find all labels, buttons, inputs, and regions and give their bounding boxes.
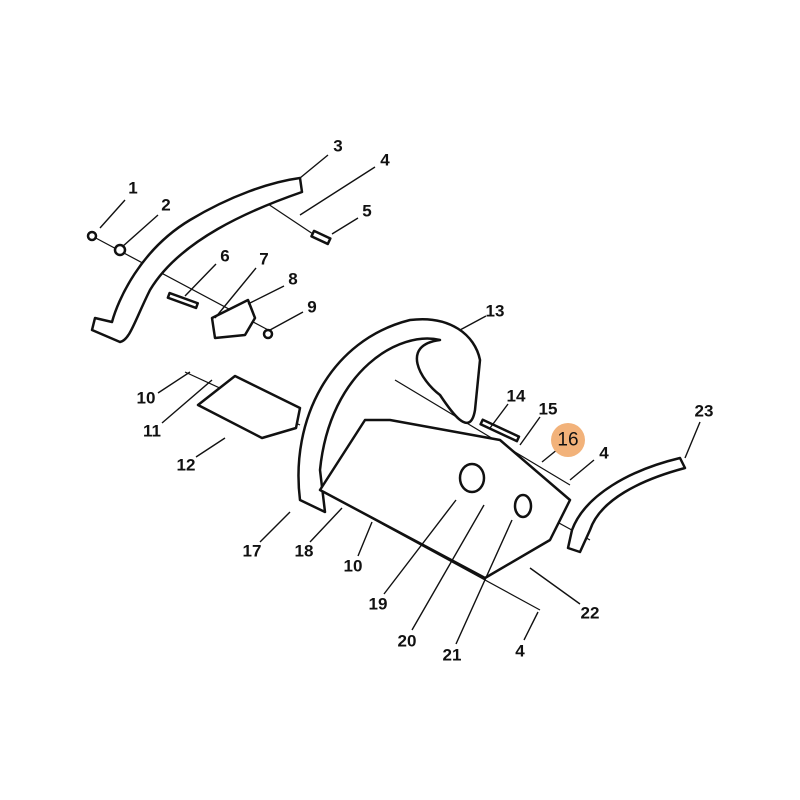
part-6-bolt[interactable] [166, 291, 200, 310]
callout-highlight [551, 423, 585, 457]
part-9-nut[interactable] [262, 328, 274, 340]
callout-label-20[interactable]: 20 [398, 632, 417, 651]
leader-line-10 [357, 521, 373, 557]
callout-label-10[interactable]: 10 [344, 557, 363, 576]
callout-label-8[interactable]: 8 [288, 270, 297, 289]
leader-line-23 [684, 421, 701, 459]
callout-label-14[interactable]: 14 [507, 387, 526, 406]
leader-line-4 [523, 611, 539, 641]
part-12-plate[interactable] [196, 374, 302, 440]
callout-label-15[interactable]: 15 [539, 400, 558, 419]
leader-line-15 [519, 416, 541, 446]
leader-line-11 [161, 379, 213, 424]
callout-label-3[interactable]: 3 [333, 137, 342, 156]
leader-line-5 [331, 217, 359, 235]
leader-line-8 [247, 285, 285, 305]
leader-line-18 [309, 507, 343, 543]
leader-line-22 [529, 567, 581, 605]
callout-label-11[interactable]: 11 [143, 422, 161, 441]
leader-line-3 [299, 154, 329, 179]
leader-line-20 [411, 504, 485, 631]
callout-label-17[interactable]: 17 [243, 542, 262, 561]
callout-label-7[interactable]: 7 [259, 250, 268, 269]
callout-label-16[interactable]: 16 [557, 430, 578, 451]
leader-line-4 [299, 166, 376, 216]
leader-line-7 [214, 267, 257, 319]
leader-line-12 [195, 437, 226, 458]
part-22-base[interactable] [318, 418, 572, 580]
callout-label-18[interactable]: 18 [295, 542, 314, 561]
callout-label-2[interactable]: 2 [161, 196, 170, 215]
part-19-bearing[interactable] [458, 462, 486, 494]
leader-line-1 [99, 199, 126, 229]
part-23-lever[interactable] [566, 456, 687, 554]
callout-label-23[interactable]: 23 [695, 402, 714, 421]
leader-line-17 [259, 511, 291, 543]
leader-line-6 [184, 263, 217, 297]
part-2-washer[interactable] [113, 243, 127, 257]
leader-line-10 [157, 371, 191, 394]
callout-label-4[interactable]: 4 [599, 444, 609, 463]
leader-line-21 [455, 519, 513, 645]
callout-label-1[interactable]: 1 [128, 179, 137, 198]
leader-line-19 [383, 499, 457, 595]
callout-label-5[interactable]: 5 [362, 202, 371, 221]
callout-label-19[interactable]: 19 [369, 595, 388, 614]
part-5-pin[interactable] [310, 229, 332, 246]
leader-line-14 [489, 403, 509, 429]
callout-label-9[interactable]: 9 [307, 298, 316, 317]
part-21-ring[interactable] [513, 493, 533, 519]
part-3-handle[interactable] [90, 176, 304, 344]
leader-line-9 [269, 311, 304, 331]
leader-line-2 [121, 214, 159, 248]
part-8-bracket[interactable] [210, 298, 257, 340]
callout-label-4[interactable]: 4 [380, 151, 390, 170]
part-15-spring[interactable] [479, 418, 521, 443]
part-13-guard[interactable] [297, 317, 482, 514]
callout-label-22[interactable]: 22 [581, 604, 600, 623]
leader-line-4 [569, 459, 595, 481]
callout-label-21[interactable]: 21 [443, 646, 462, 665]
leader-line-13 [459, 315, 487, 331]
callout-label-4[interactable]: 4 [515, 642, 525, 661]
callout-label-12[interactable]: 12 [177, 456, 196, 475]
part-1-screw[interactable] [86, 230, 98, 242]
callout-label-10[interactable]: 10 [137, 389, 156, 408]
callout-label-6[interactable]: 6 [220, 247, 229, 266]
callout-label-13[interactable]: 13 [486, 302, 505, 321]
callout-leader-lines [99, 154, 701, 645]
